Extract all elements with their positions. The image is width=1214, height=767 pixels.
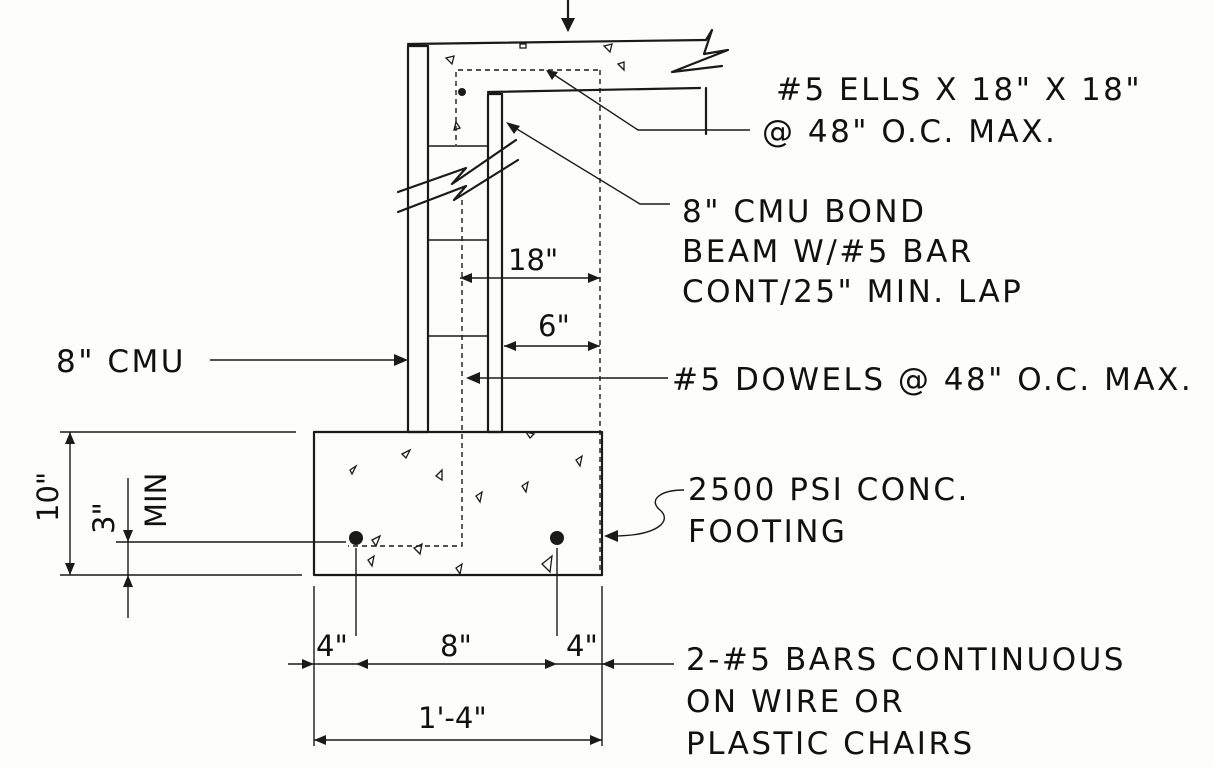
leaders: [210, 70, 750, 665]
bond-beam-line-3: CONT/25" MIN. LAP: [682, 274, 1023, 310]
bars-line-3: PLASTIC CHAIRS: [686, 726, 975, 762]
ells-line-2: @ 48" O.C. MAX.: [762, 114, 1057, 150]
callout-footing: 2500 PSI CONC. FOOTING: [688, 472, 970, 550]
dim-cover-note: MIN: [139, 473, 173, 528]
cmu-label: 8" CMU: [56, 344, 186, 380]
bond-beam-line-1: 8" CMU BOND: [682, 194, 926, 230]
rebar-left-dot: [349, 531, 363, 545]
dim-right-edge: 4": [566, 629, 598, 663]
rebar-ells-and-dowels: [348, 69, 601, 575]
concrete-footing: [312, 430, 604, 577]
callout-bars: 2-#5 BARS CONTINUOUS ON WIRE OR PLASTIC …: [686, 642, 1126, 762]
dim-ell-leg: 18": [508, 243, 558, 277]
footing-line-1: 2500 PSI CONC.: [688, 472, 970, 508]
dim-dowel-leg: 6": [538, 309, 570, 343]
dowels-label: #5 DOWELS @ 48" O.C. MAX.: [672, 362, 1193, 398]
dim-footing-width: 1'-4": [418, 701, 487, 735]
callout-ells: #5 ELLS X 18" X 18" @ 48" O.C. MAX.: [762, 72, 1142, 150]
bars-line-1: 2-#5 BARS CONTINUOUS: [686, 642, 1126, 678]
rebar-right-dot: [550, 531, 564, 545]
cmu-right-face-shell: [486, 92, 504, 434]
ells-line-1: #5 ELLS X 18" X 18": [776, 72, 1142, 108]
bars-line-2: ON WIRE OR: [686, 684, 905, 720]
dimension-lines: [60, 273, 616, 746]
bond-beam-line-2: BEAM W/#5 BAR: [682, 234, 974, 270]
load-arrow: [561, 0, 575, 32]
dim-left-edge: 4": [316, 629, 348, 663]
dim-bar-spacing: 8": [440, 629, 472, 663]
footing-line-2: FOOTING: [688, 514, 847, 550]
dim-footing-height: 10": [31, 472, 65, 522]
callout-bond-beam: 8" CMU BOND BEAM W/#5 BAR CONT/25" MIN. …: [682, 194, 1023, 310]
cmu-left-face-shell: [406, 44, 430, 434]
dim-cover: 3": [87, 502, 121, 534]
